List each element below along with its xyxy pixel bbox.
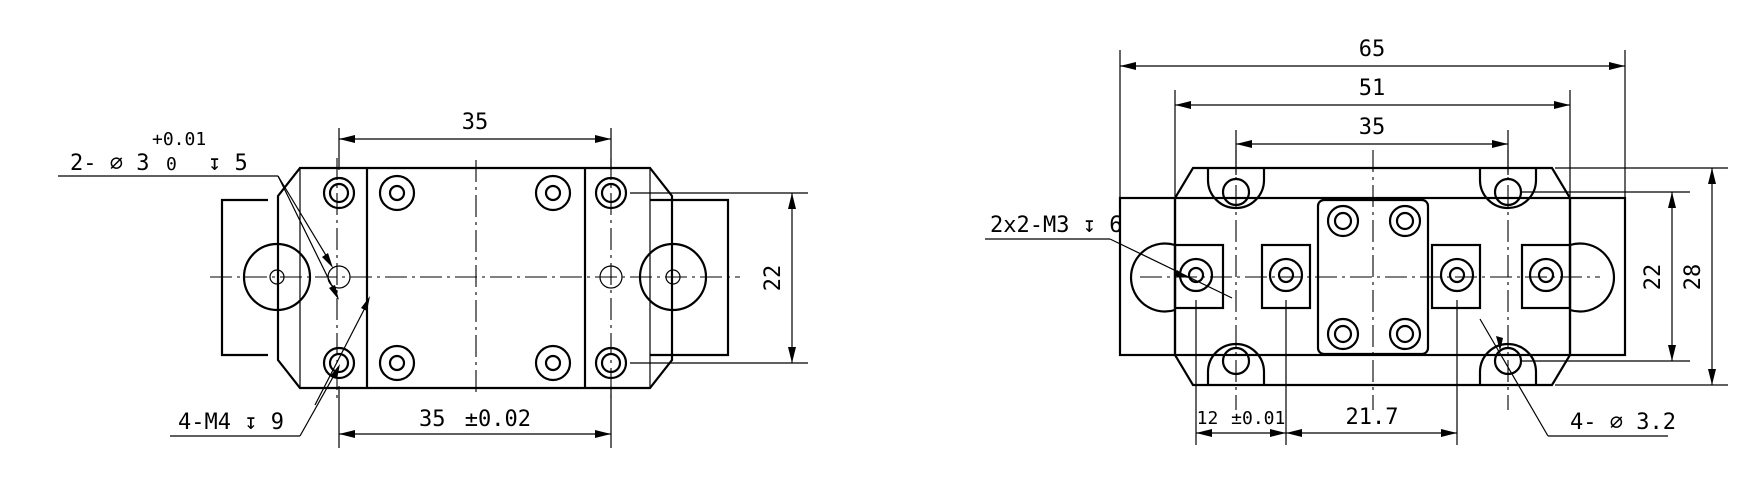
left-callout-holes-prefix: 2- bbox=[70, 151, 97, 176]
right-dim-inner: 35 bbox=[1235, 115, 1509, 175]
left-dim-right: 22 bbox=[630, 192, 808, 364]
svg-text:4-M4 ↧ 9: 4-M4 ↧ 9 bbox=[178, 410, 284, 435]
right-callout-threads-depth: 6 bbox=[1109, 213, 1122, 238]
svg-text:12 ±0.01: 12 ±0.01 bbox=[1197, 408, 1286, 429]
threaded-holes-left-view bbox=[322, 174, 628, 382]
svg-text:35 ±0.02: 35 ±0.02 bbox=[419, 407, 531, 432]
left-dim-top-text: 35 bbox=[462, 110, 489, 135]
right-dim-mid-text: 51 bbox=[1359, 76, 1386, 101]
right-callout-holes-dia: 3.2 bbox=[1636, 410, 1676, 435]
right-dim-spacing-text: 21.7 bbox=[1346, 405, 1399, 430]
left-dim-bottom-text: 35 bbox=[419, 407, 446, 432]
left-callout-threads-depth: 9 bbox=[271, 410, 284, 435]
svg-text:2- ⌀ 3: 2- ⌀ 3 bbox=[70, 151, 150, 176]
left-callout-holes-tol-upper: +0.01 bbox=[152, 129, 206, 150]
left-dim-bottom: 35 ±0.02 bbox=[338, 386, 612, 448]
diameter-symbol: ⌀ bbox=[1610, 410, 1623, 435]
depth-symbol: ↧ bbox=[1083, 213, 1096, 238]
right-callout-threads-text: 2x2-M3 bbox=[990, 213, 1069, 238]
left-callout-holes-dia: 3 bbox=[136, 151, 149, 176]
left-callout-holes-depth: 5 bbox=[235, 151, 248, 176]
right-dim-mid: 51 bbox=[1174, 76, 1571, 200]
right-mounting-lugs bbox=[1206, 168, 1538, 385]
center-block-holes bbox=[1326, 204, 1422, 351]
right-dim-height-inner: 22 bbox=[1520, 191, 1690, 362]
right-callout-holes: 4- ⌀ 3.2 bbox=[1479, 318, 1676, 437]
right-callout-threads: 2x2-M3 ↧ 6 bbox=[985, 213, 1233, 299]
right-view: 65 51 35 22 bbox=[985, 37, 1728, 445]
right-dim-height-outer: 28 bbox=[1555, 167, 1728, 386]
left-callout-threads: 4-M4 ↧ 9 bbox=[170, 296, 370, 437]
left-dim-bottom-tol: ±0.02 bbox=[465, 407, 531, 432]
left-dim-top: 35 bbox=[338, 110, 612, 170]
left-ear-circle bbox=[242, 242, 312, 312]
diameter-symbol: ⌀ bbox=[110, 151, 123, 176]
right-view-right-ear bbox=[1569, 242, 1616, 313]
svg-text:4- ⌀ 3.2: 4- ⌀ 3.2 bbox=[1570, 410, 1676, 435]
pin-hole-right bbox=[599, 265, 623, 289]
svg-text:↧ 5: ↧ 5 bbox=[208, 151, 248, 176]
left-callout-holes-tol-lower: 0 bbox=[166, 154, 177, 175]
left-callout-threads-text: 4-M4 bbox=[178, 410, 231, 435]
right-dim-overall-text: 65 bbox=[1359, 37, 1386, 62]
left-dim-right-text: 22 bbox=[761, 265, 786, 292]
right-view-left-ear bbox=[1129, 242, 1176, 313]
right-dim-height-inner-text: 22 bbox=[1641, 264, 1666, 291]
right-ear-circle bbox=[638, 242, 708, 312]
right-dim-height-outer-text: 28 bbox=[1681, 264, 1706, 291]
left-view: 35 35 ±0.02 22 bbox=[58, 110, 808, 448]
right-dim-overall: 65 bbox=[1119, 37, 1626, 200]
right-callout-holes-prefix: 4- bbox=[1570, 410, 1597, 435]
right-dim-bottom: 12 ±0.01 21.7 bbox=[1195, 300, 1458, 445]
depth-symbol: ↧ bbox=[244, 410, 257, 435]
right-dim-inner-text: 35 bbox=[1359, 115, 1386, 140]
left-callout-holes: 2- ⌀ 3 +0.01 0 ↧ 5 bbox=[58, 129, 339, 300]
svg-text:2x2-M3 ↧ 6: 2x2-M3 ↧ 6 bbox=[990, 213, 1122, 238]
right-dim-pitch-text: 12 bbox=[1197, 408, 1219, 429]
depth-symbol: ↧ bbox=[208, 151, 221, 176]
right-dim-pitch-tol: ±0.01 bbox=[1231, 408, 1285, 429]
